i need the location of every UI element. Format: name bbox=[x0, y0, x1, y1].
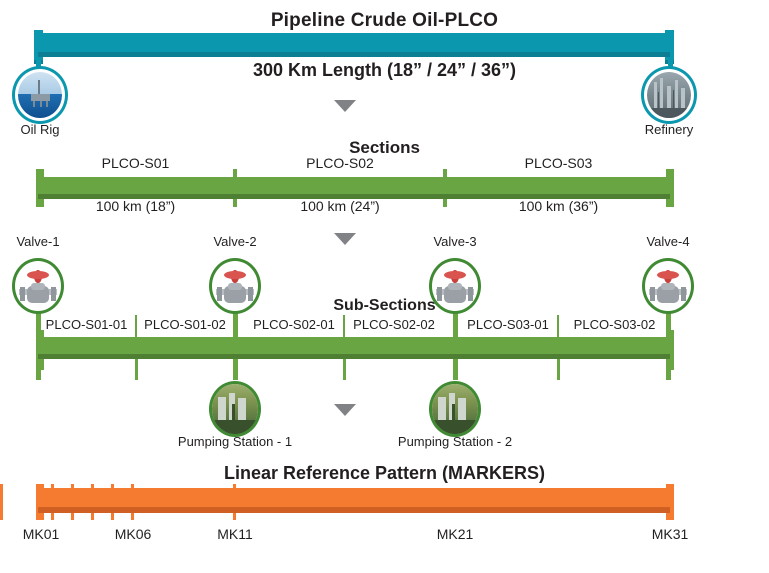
down-arrow-icon bbox=[334, 404, 356, 416]
subsection-tick bbox=[135, 354, 138, 380]
sections-bar bbox=[38, 177, 670, 199]
subsection-tick bbox=[233, 354, 236, 380]
subsections-bar bbox=[38, 337, 670, 359]
valve-label: Valve-1 bbox=[16, 234, 60, 249]
down-arrow-icon bbox=[334, 233, 356, 245]
valve-icon bbox=[429, 258, 481, 314]
subsection-name: PLCO-S01-01 bbox=[45, 317, 128, 332]
subsection-tick bbox=[343, 354, 346, 380]
valve-label: Valve-4 bbox=[646, 234, 690, 249]
subsection-name: PLCO-S03-01 bbox=[467, 317, 549, 332]
marker-label: MK21 bbox=[436, 526, 474, 542]
refinery-icon bbox=[641, 66, 697, 124]
pumping-station-label: Pumping Station - 2 bbox=[397, 434, 513, 449]
oil-rig-label: Oil Rig bbox=[20, 122, 60, 137]
section-name: PLCO-S02 bbox=[306, 155, 374, 171]
section-length: 100 km (18”) bbox=[95, 198, 176, 214]
pumping-station-icon bbox=[209, 381, 261, 437]
valve-icon bbox=[12, 258, 64, 314]
pumping-station-icon bbox=[429, 381, 481, 437]
markers-bar bbox=[38, 488, 670, 513]
section-length: 100 km (24”) bbox=[300, 198, 380, 214]
subsection-name: PLCO-S02-01 bbox=[253, 317, 335, 332]
subsection-name: PLCO-S02-02 bbox=[353, 317, 435, 332]
marker-label: MK01 bbox=[22, 526, 60, 542]
pipeline-length-label: 300 Km Length (18” / 24” / 36”) bbox=[252, 60, 517, 80]
subsection-name: PLCO-S03-02 bbox=[573, 317, 656, 332]
markers-end-cap-right bbox=[666, 484, 674, 520]
subsection-name: PLCO-S01-02 bbox=[144, 317, 226, 332]
marker-tick bbox=[0, 484, 3, 520]
page-title: Pipeline Crude Oil-PLCO bbox=[270, 10, 499, 31]
sections-end-cap-right bbox=[666, 169, 674, 207]
marker-label: MK11 bbox=[217, 526, 253, 542]
subsection-tick bbox=[453, 354, 456, 380]
valve-icon bbox=[209, 258, 261, 314]
subsection-tick bbox=[557, 354, 560, 380]
pumping-station-label: Pumping Station - 1 bbox=[177, 434, 293, 449]
pipeline-stem-left bbox=[36, 52, 41, 74]
markers-heading: Linear Reference Pattern (MARKERS) bbox=[223, 463, 546, 483]
oil-rig-icon bbox=[12, 66, 68, 124]
valve-icon bbox=[642, 258, 694, 314]
section-length: 100 km (36”) bbox=[518, 198, 599, 214]
marker-label: MK06 bbox=[114, 526, 152, 542]
sections-heading: Sections bbox=[349, 138, 420, 157]
valve-label: Valve-3 bbox=[433, 234, 477, 249]
pipeline-stem-right bbox=[668, 52, 673, 74]
section-name: PLCO-S03 bbox=[524, 155, 593, 171]
subsections-heading: Sub-Sections bbox=[333, 297, 436, 314]
marker-label: MK31 bbox=[651, 526, 689, 542]
valve-label: Valve-2 bbox=[213, 234, 257, 249]
subsections-end-cap-right bbox=[666, 330, 674, 370]
section-name: PLCO-S01 bbox=[101, 155, 170, 171]
pipeline-bar bbox=[38, 33, 670, 57]
refinery-label: Refinery bbox=[644, 122, 694, 137]
down-arrow-icon bbox=[334, 100, 356, 112]
